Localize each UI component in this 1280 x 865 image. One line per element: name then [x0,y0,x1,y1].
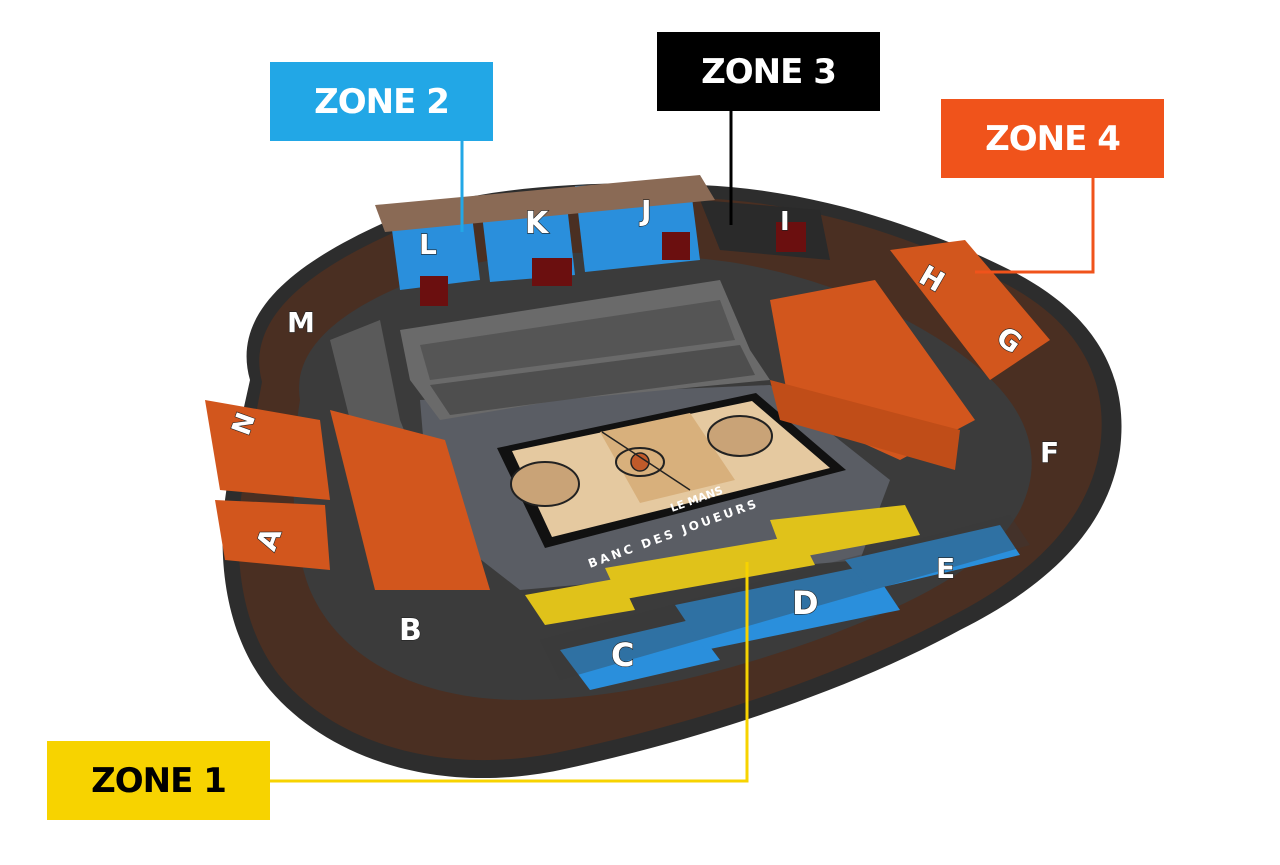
section-letter-c: C [611,636,634,674]
zone3-stands[interactable] [330,200,830,520]
section-letter-b: B [399,613,422,648]
section-letter-l: L [419,228,437,261]
zone2-label[interactable]: ZONE 2 [270,62,493,141]
section-letter-m: M [287,306,315,339]
zone1-connector [270,562,749,783]
zone4-right-stands[interactable] [770,240,1050,470]
zone4-left-stands[interactable] [205,400,490,590]
zone2-lower-stands[interactable] [540,515,1030,690]
zone1-stands[interactable] [525,505,920,625]
zone4-label[interactable]: ZONE 4 [941,99,1164,178]
zone1-label[interactable]: ZONE 1 [47,741,270,820]
section-letter-f: F [1040,436,1059,469]
basketball-court [497,393,846,548]
section-letter-j: J [639,194,651,227]
section-letter-d: D [792,584,819,622]
section-letter-k: K [525,206,550,241]
section-letter-i: I [780,207,790,237]
zone4-connector [975,178,1095,274]
zone3-label[interactable]: ZONE 3 [657,32,880,111]
zone2-upper-stands[interactable] [375,175,806,306]
section-letter-e: E [936,552,955,585]
